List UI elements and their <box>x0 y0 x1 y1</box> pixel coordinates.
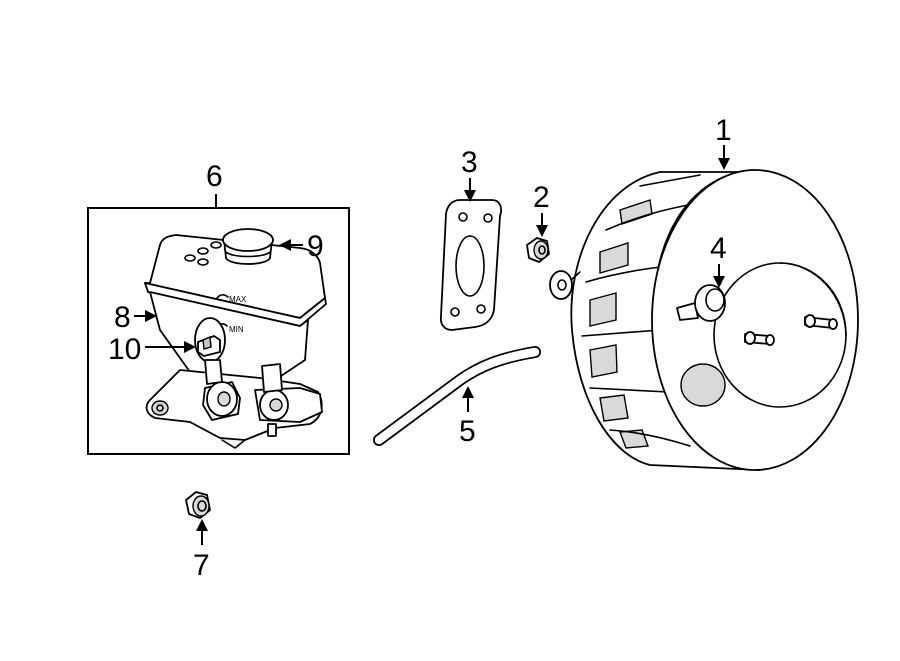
check-valve <box>676 284 726 322</box>
booster-port <box>680 363 726 407</box>
callout-6: 6 <box>206 160 223 193</box>
booster-washer <box>549 270 581 300</box>
booster-band-segments <box>581 174 721 449</box>
master-cylinder-assembly: MAX MIN <box>144 234 327 449</box>
callout-1: 1 <box>715 114 732 147</box>
callout-2: 2 <box>533 181 550 214</box>
max-mark: MAX <box>229 295 247 304</box>
callout-8: 8 <box>114 301 131 334</box>
min-mark: MIN <box>229 325 244 334</box>
callout-10: 10 <box>108 333 141 366</box>
booster-gasket <box>439 199 503 331</box>
callout-7: 7 <box>193 549 210 582</box>
booster-nut <box>526 237 550 263</box>
master-cylinder-group-box <box>87 207 350 455</box>
master-cylinder-nut <box>185 491 211 519</box>
callout-4: 4 <box>710 232 727 265</box>
booster-studs <box>744 314 838 346</box>
callout-5: 5 <box>459 415 476 448</box>
fluid-level-sensor <box>197 335 221 357</box>
brake-booster <box>570 169 859 471</box>
callout-9: 9 <box>307 230 324 263</box>
callout-3: 3 <box>461 146 478 179</box>
reservoir-cap <box>222 228 274 265</box>
vacuum-hose <box>373 346 541 446</box>
